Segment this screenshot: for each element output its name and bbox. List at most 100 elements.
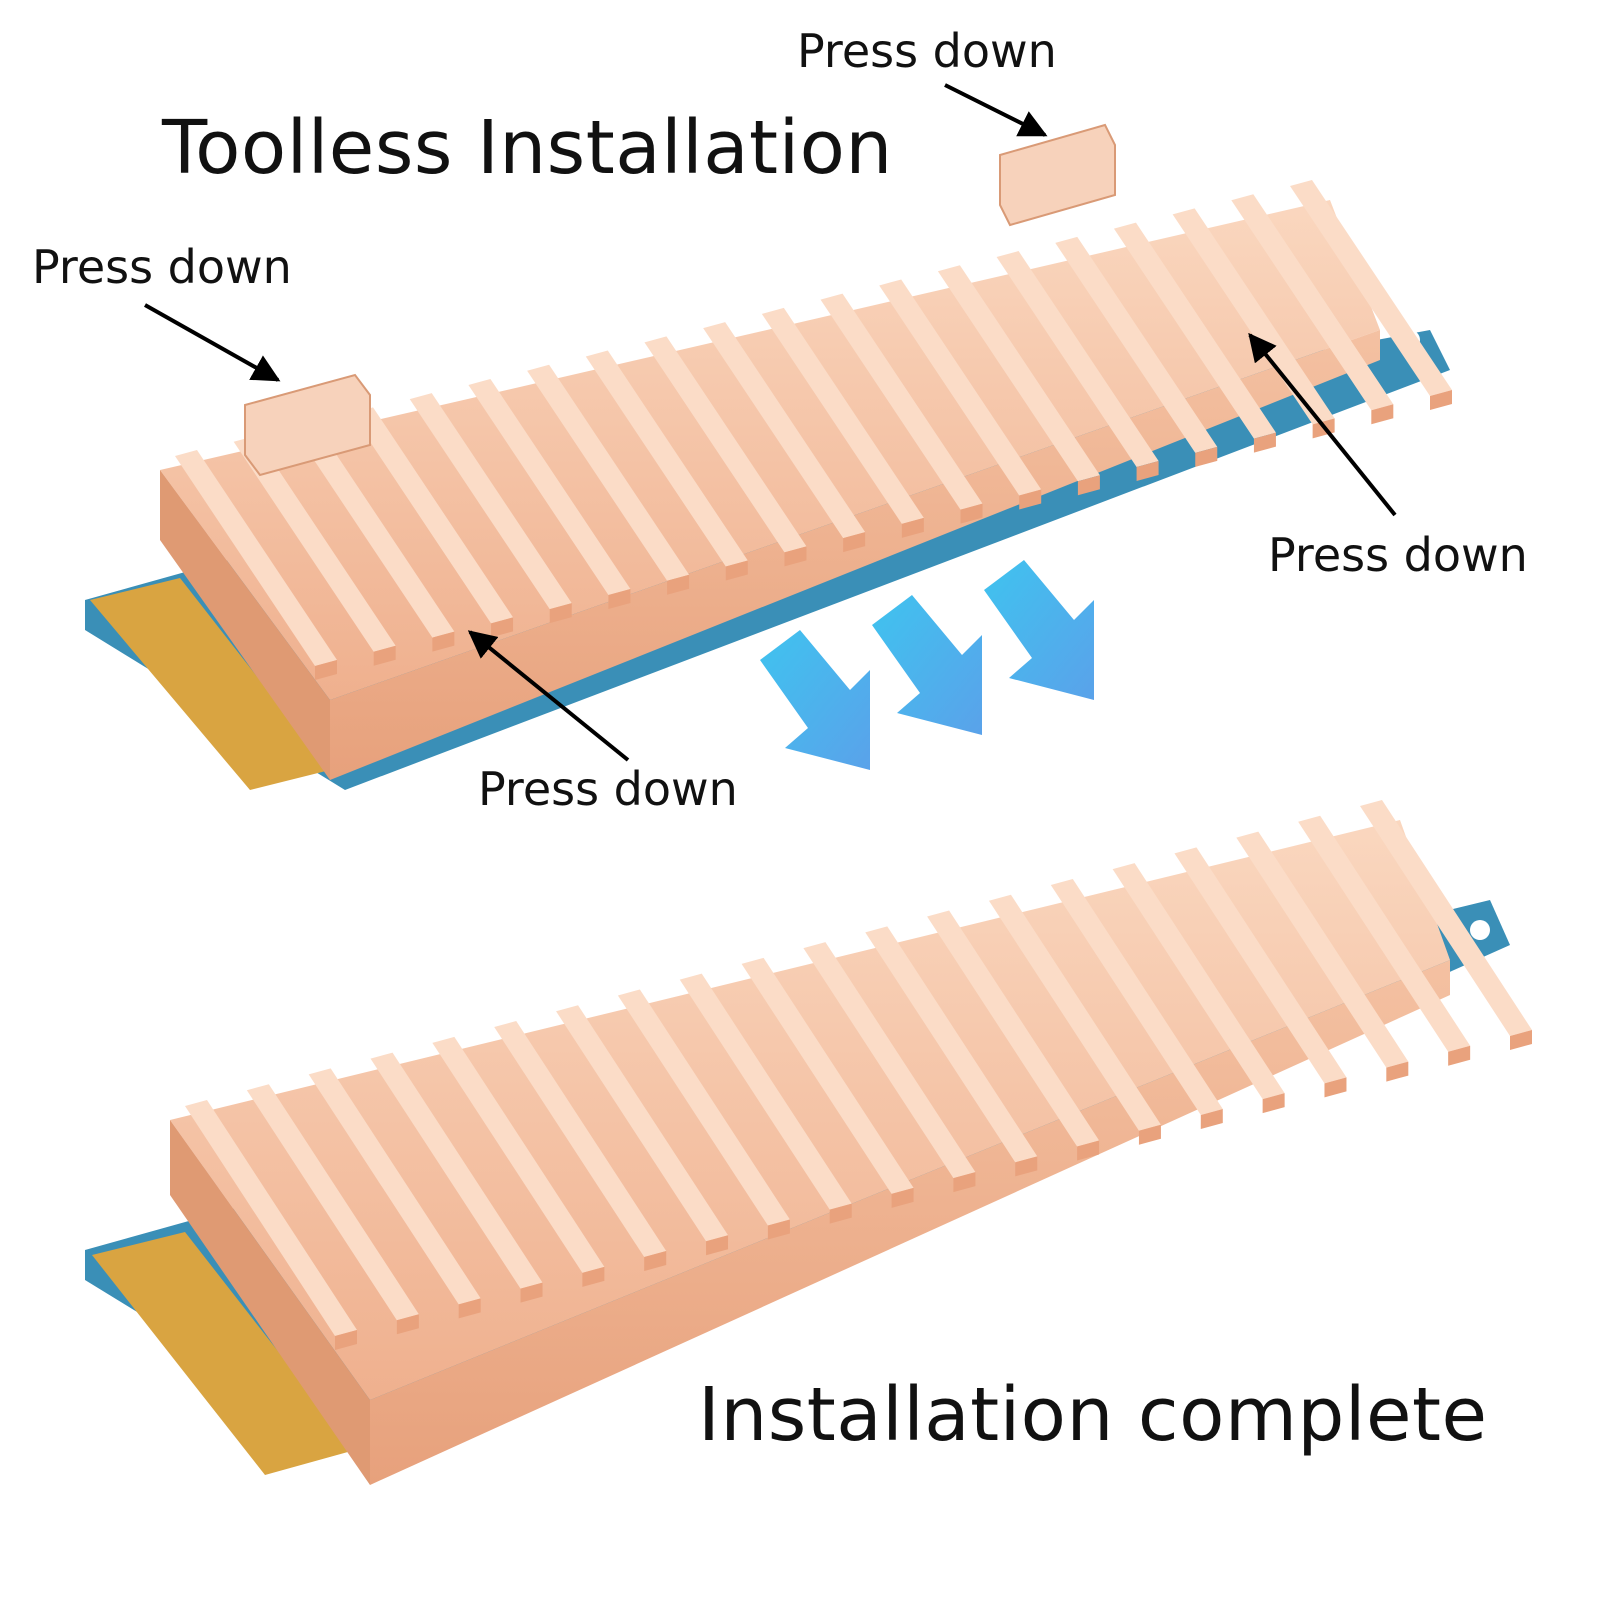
arrow-down-right-icon: [984, 560, 1094, 700]
heatsink-fin-side: [843, 532, 866, 553]
heatsink-fin-side: [644, 1251, 667, 1272]
heatsink-fin-side: [953, 1172, 976, 1193]
heatsink-fin-side: [582, 1266, 605, 1287]
heatsink-fin-side: [373, 645, 396, 666]
heatsink-fin: [527, 364, 690, 581]
heatsink-fin: [233, 435, 396, 652]
heatsink-top: [85, 123, 1452, 790]
heatsink-fin: [741, 957, 914, 1194]
heatsink-fin: [988, 894, 1161, 1131]
clip-right-top: [999, 123, 1116, 227]
heatsink-fin-side: [767, 1219, 790, 1240]
heatsink-fin-side: [1386, 1061, 1409, 1082]
heatsink-fin-side: [1077, 475, 1100, 496]
heatsink-fin: [370, 1052, 543, 1289]
heatsink-fin: [175, 450, 337, 666]
arrow-down-right-icon: [872, 595, 982, 735]
heatsink-fin: [803, 942, 976, 1179]
callout-arrow-left: [144, 303, 281, 382]
callout-arrows: [144, 83, 1397, 762]
heatsink-fin: [617, 989, 790, 1226]
heatsink-fin: [1360, 800, 1532, 1036]
heatsink-fin: [761, 307, 924, 524]
heatsink-fin-side: [1510, 1030, 1532, 1050]
heatsink-fin-side: [520, 1282, 543, 1303]
heatsink-fin-side: [1430, 390, 1452, 410]
flow-arrows: [760, 560, 1094, 770]
heatsink-fins-bottom: [185, 800, 1532, 1350]
heatsink-fin-side: [1253, 432, 1276, 453]
callout-arrow-center: [467, 630, 630, 762]
heatsink-fin-side: [1138, 1124, 1161, 1145]
heatsink-fin: [1055, 236, 1218, 453]
heatsink-fin: [865, 926, 1038, 1163]
heatsink-fin: [468, 378, 631, 595]
heatsink-fin-side: [891, 1187, 914, 1208]
heatsink-fin-side: [458, 1298, 481, 1319]
heatsink-fin: [1298, 815, 1471, 1052]
heatsink-fin-side: [667, 574, 690, 595]
heatsink-fin: [927, 910, 1100, 1147]
heatsink-fin-side: [315, 660, 337, 680]
pcb-edge-connector-bottom: [92, 1232, 355, 1475]
heatsink-fins-top: [175, 180, 1452, 680]
callout-arrow-top: [944, 83, 1048, 137]
heatsink-fin-side: [1195, 446, 1218, 467]
heatsink-fin: [879, 279, 1042, 496]
heatsink-fin: [644, 336, 807, 553]
heatsink-fin: [937, 265, 1100, 482]
heatsink-base-left-face: [160, 470, 330, 780]
heatsink-fin-side: [1136, 461, 1159, 482]
heatsink-bottom: [85, 800, 1532, 1485]
heatsink-fin: [996, 251, 1159, 468]
heatsink-fin-side: [725, 560, 748, 581]
heatsink-fin: [494, 1021, 667, 1258]
heatsink-fin-side: [1015, 1156, 1038, 1177]
heatsink-fin: [585, 350, 748, 567]
heatsink-fin: [409, 393, 572, 610]
label-press-down-left: Press down: [32, 240, 292, 294]
arrow-down-right-icon: [760, 630, 870, 770]
heatsink-fin-side: [960, 503, 983, 524]
heatsink-fin: [1050, 878, 1223, 1115]
heatsink-fin: [185, 1100, 357, 1336]
heatsink-fin: [679, 973, 852, 1210]
heatsink-fin-side: [784, 546, 807, 567]
heatsink-fin: [308, 1068, 481, 1305]
heatsink-fin-side: [1448, 1045, 1471, 1066]
title-toolless-installation: Toolless Installation: [162, 105, 893, 191]
title-installation-complete: Installation complete: [698, 1372, 1488, 1458]
pcb-mount-hole-bottom: [1470, 920, 1490, 940]
heatsink-fin-side: [1019, 489, 1042, 510]
heatsink-fin-side: [549, 603, 572, 624]
heatsink-fin-side: [608, 588, 631, 609]
heatsink-fin-side: [1262, 1093, 1285, 1114]
heatsink-fin: [1113, 222, 1276, 439]
heatsink-fin-side: [1324, 1077, 1347, 1098]
label-press-down-center: Press down: [478, 762, 738, 816]
heatsink-base-front-face: [330, 330, 1380, 780]
label-press-down-top: Press down: [797, 24, 1057, 78]
heatsink-fin: [1172, 208, 1335, 425]
heatsink-fin: [1112, 863, 1285, 1100]
heatsink-fin-side: [829, 1203, 852, 1224]
heatsink-fin: [246, 1084, 419, 1321]
heatsink-fin-side: [706, 1235, 729, 1256]
heatsink-fin-side: [1200, 1108, 1223, 1129]
heatsink-fin-side: [1371, 404, 1394, 425]
pcb-edge-connector-top: [90, 578, 330, 790]
heatsink-fin-side: [432, 631, 455, 652]
heatsink-fin-side: [335, 1330, 357, 1350]
heatsink-fin: [432, 1036, 605, 1273]
heatsink-fin-side: [396, 1314, 419, 1335]
label-press-down-right: Press down: [1268, 528, 1528, 582]
heatsink-fin: [820, 293, 983, 510]
heatsink-base-front-face: [370, 960, 1450, 1485]
heatsink-base-left-face: [170, 1120, 370, 1485]
clip-left-top: [244, 373, 371, 477]
heatsink-fin: [1231, 194, 1394, 411]
heatsink-fin: [351, 407, 514, 624]
heatsink-base-top-face: [170, 820, 1450, 1400]
heatsink-fin: [1236, 831, 1409, 1068]
